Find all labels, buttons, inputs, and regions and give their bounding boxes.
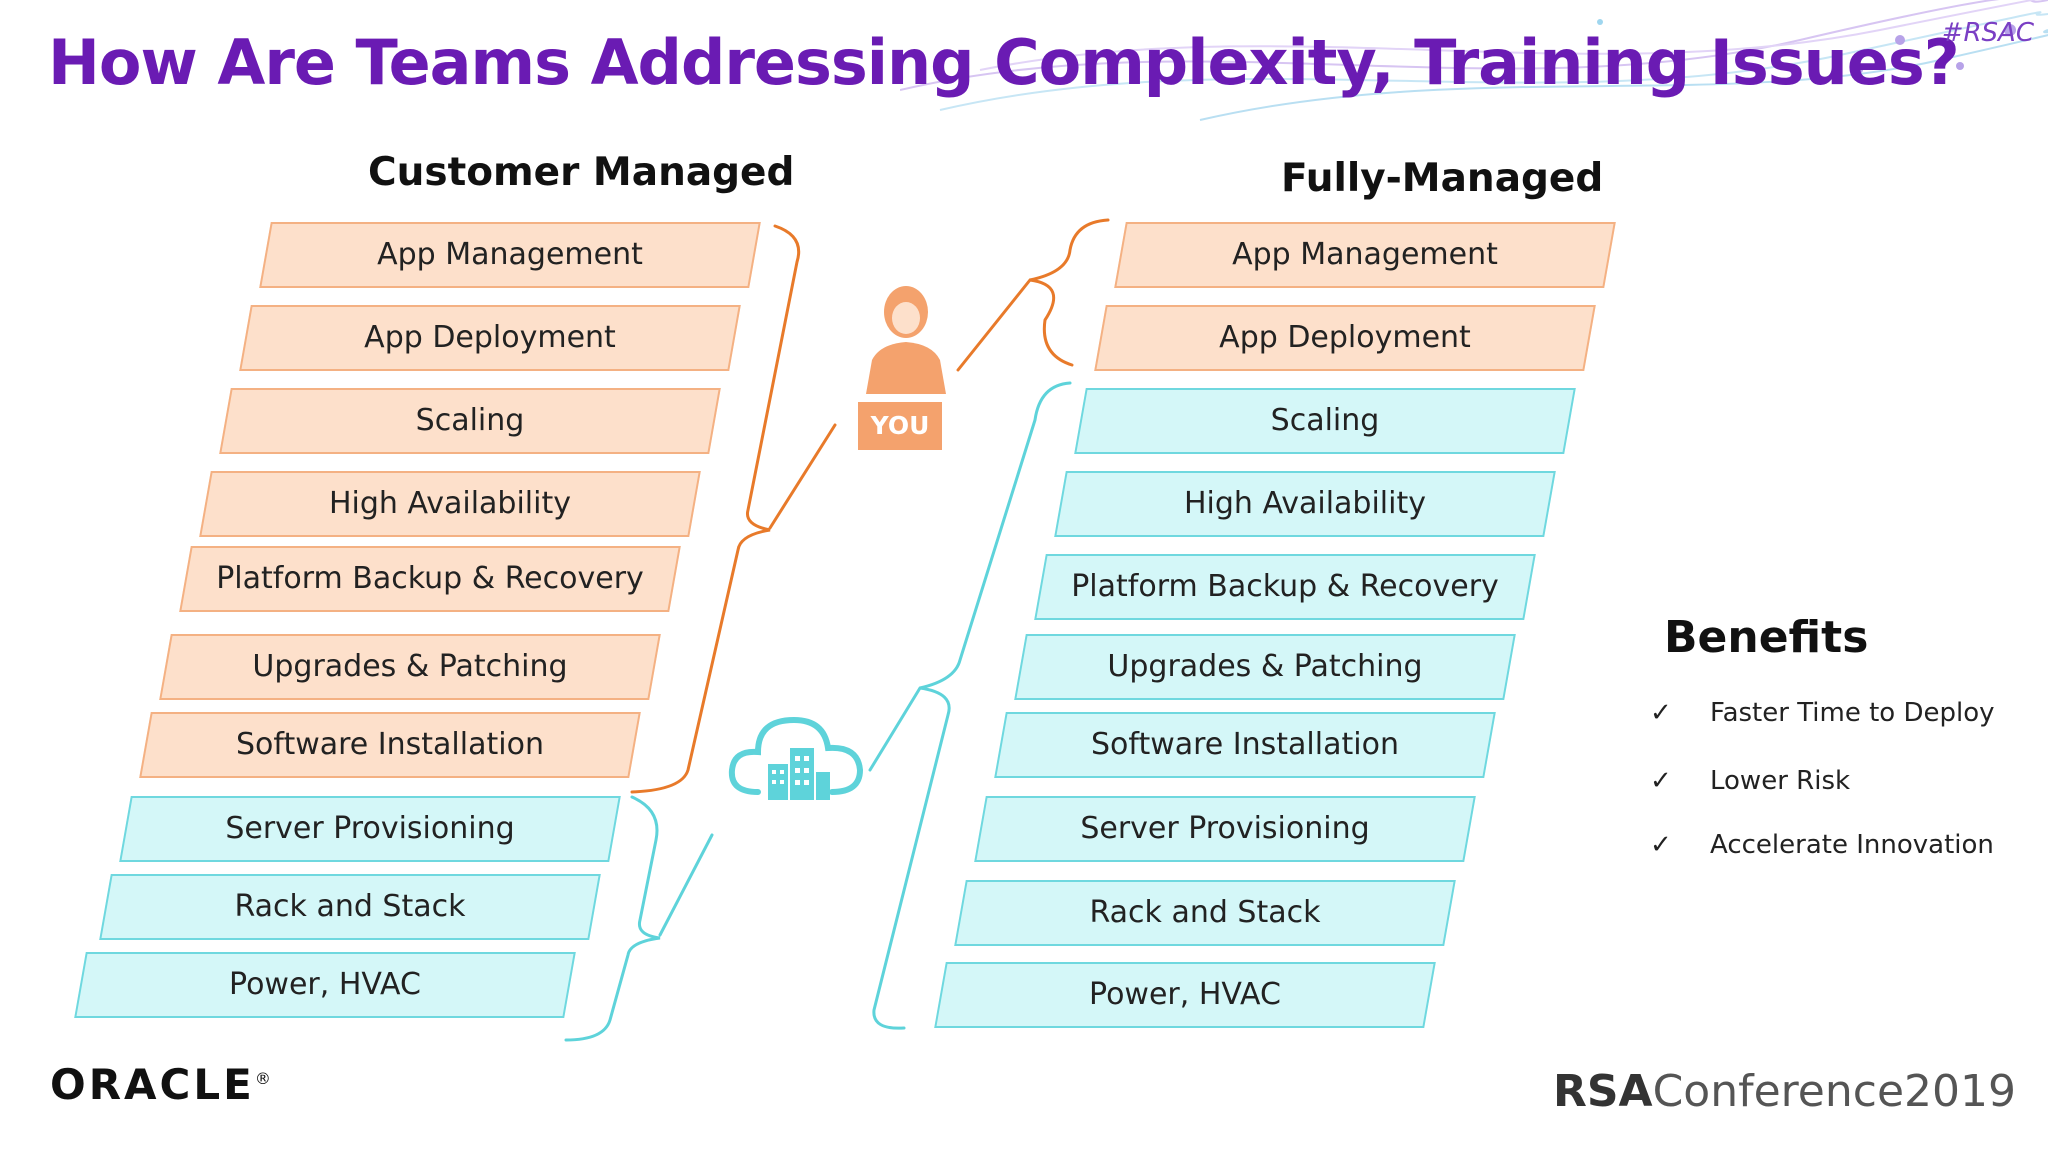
person-icon: [866, 286, 946, 394]
benefit-item: ✓Lower Risk: [1650, 766, 1851, 796]
right-you-brace: [1029, 218, 1110, 367]
left-cloud-connector: [658, 833, 714, 937]
slide-title: How Are Teams Addressing Complexity, Tra…: [48, 26, 1960, 99]
benefits-heading: Benefits: [1664, 612, 1869, 663]
you-badge: YOU: [858, 402, 942, 450]
left-you-connector: [768, 423, 837, 530]
right-cloud-connector: [868, 686, 922, 772]
check-icon: ✓: [1650, 830, 1672, 860]
decorative-swirl: [900, 0, 2048, 121]
fully-managed-heading: Fully-Managed: [1281, 156, 1604, 201]
right-you-connector: [956, 278, 1032, 372]
check-icon: ✓: [1650, 766, 1672, 796]
cloud-building-icon: [728, 716, 864, 800]
check-icon: ✓: [1650, 698, 1672, 728]
benefit-item: ✓Accelerate Innovation: [1650, 830, 1994, 860]
left-cloud-brace: [564, 795, 661, 1042]
rsa-conference-logo: RSAConference2019: [1552, 1066, 2016, 1117]
hashtag-label: #RSAC: [1941, 18, 2034, 48]
customer-managed-heading: Customer Managed: [368, 150, 795, 195]
benefit-item: ✓Faster Time to Deploy: [1650, 698, 1995, 728]
left-you-brace: [630, 224, 801, 794]
right-cloud-brace: [872, 381, 1072, 1030]
oracle-logo: ORACLE®: [50, 1060, 274, 1109]
